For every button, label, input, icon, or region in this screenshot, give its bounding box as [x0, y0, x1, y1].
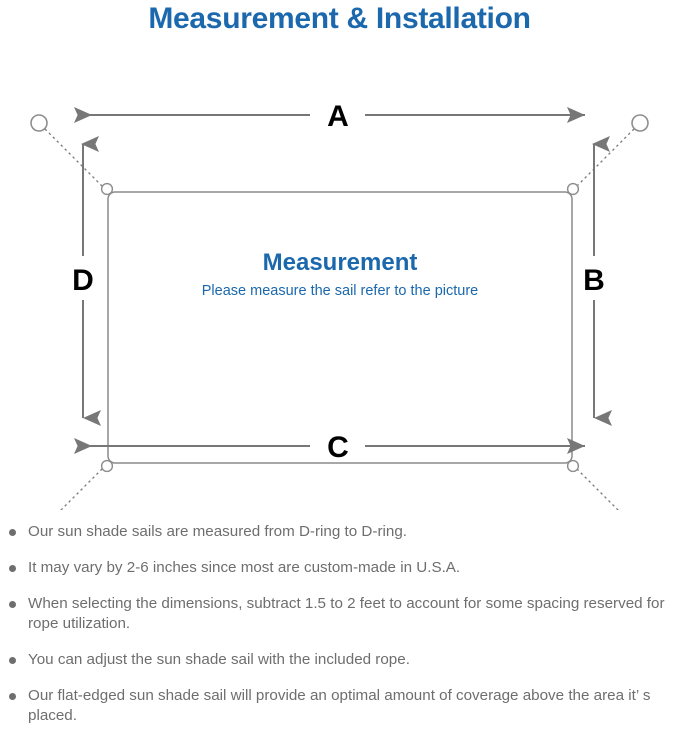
rope-bottom-left [60, 466, 105, 510]
dimension-label-d: D [72, 264, 94, 297]
page-title: Measurement & Installation [148, 2, 531, 35]
d-ring-top-left [100, 182, 114, 196]
sail-subheading: Please measure the sail refer to the pic… [202, 283, 478, 299]
list-item: You can adjust the sun shade sail with t… [0, 650, 679, 670]
bullet-icon [9, 657, 16, 664]
bullet-icon [9, 693, 16, 700]
bullet-icon [9, 601, 16, 608]
list-item-text: Our flat-edged sun shade sail will provi… [28, 687, 651, 724]
list-item-text: When selecting the dimensions, subtract … [28, 595, 665, 632]
notes-list: Our sun shade sails are measured from D-… [0, 522, 679, 726]
bullet-icon [9, 529, 16, 536]
d-ring-bottom-right [566, 459, 580, 473]
list-item: When selecting the dimensions, subtract … [0, 594, 679, 634]
list-item-text: Our sun shade sails are measured from D-… [28, 523, 407, 540]
anchor-circle-top-right [631, 114, 649, 132]
anchor-circle-top-left [30, 114, 48, 132]
dimension-label-c: C [327, 431, 349, 464]
dimension-label-b: B [583, 264, 605, 297]
bullet-icon [9, 565, 16, 572]
d-rings [100, 182, 580, 473]
rope-bottom-right [574, 466, 619, 510]
list-item: It may vary by 2-6 inches since most are… [0, 558, 679, 578]
sail-body [107, 191, 573, 464]
anchor-points [30, 114, 649, 132]
sun-shade-sail-measurement-diagram: A C D B Measurement Please measure the s… [0, 48, 679, 510]
rope-top-left [44, 128, 105, 189]
list-item-text: You can adjust the sun shade sail with t… [28, 651, 410, 668]
rope-top-right [574, 128, 635, 189]
d-ring-top-right [566, 182, 580, 196]
rope-lines [44, 128, 635, 510]
list-item: Our flat-edged sun shade sail will provi… [0, 686, 679, 726]
d-ring-bottom-left [100, 459, 114, 473]
list-item-text: It may vary by 2-6 inches since most are… [28, 559, 461, 576]
sail-heading: Measurement [263, 249, 418, 276]
list-item: Our sun shade sails are measured from D-… [0, 522, 679, 542]
dimension-label-a: A [327, 100, 349, 133]
